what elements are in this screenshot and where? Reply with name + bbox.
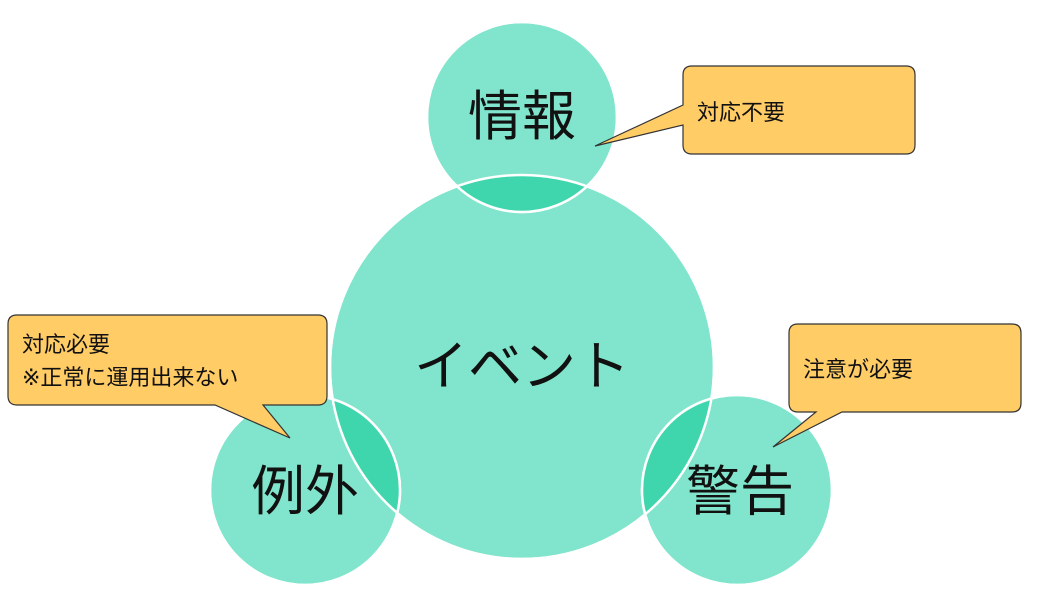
exception-callout-shape bbox=[7, 314, 328, 439]
exception-label: 例外 bbox=[251, 460, 359, 523]
center-label: イベント bbox=[414, 335, 630, 398]
info-callout-text: 対応不要 bbox=[697, 101, 785, 126]
warning-callout: 注意が必要 bbox=[772, 323, 1022, 448]
exception-callout-line1: 対応必要 bbox=[22, 333, 110, 358]
info-label: 情報 bbox=[468, 85, 576, 148]
info-callout-shape bbox=[594, 65, 916, 155]
circle-outlines bbox=[208, 20, 834, 587]
warning-callout-text: 注意が必要 bbox=[803, 358, 913, 383]
exception-callout: 対応必要 ※正常に運用出来ない bbox=[7, 314, 328, 439]
warning-label: 警告 bbox=[686, 460, 794, 523]
info-callout: 対応不要 bbox=[594, 65, 916, 155]
exception-callout-line2: ※正常に運用出来ない bbox=[22, 366, 238, 391]
warning-callout-shape bbox=[772, 323, 1022, 448]
